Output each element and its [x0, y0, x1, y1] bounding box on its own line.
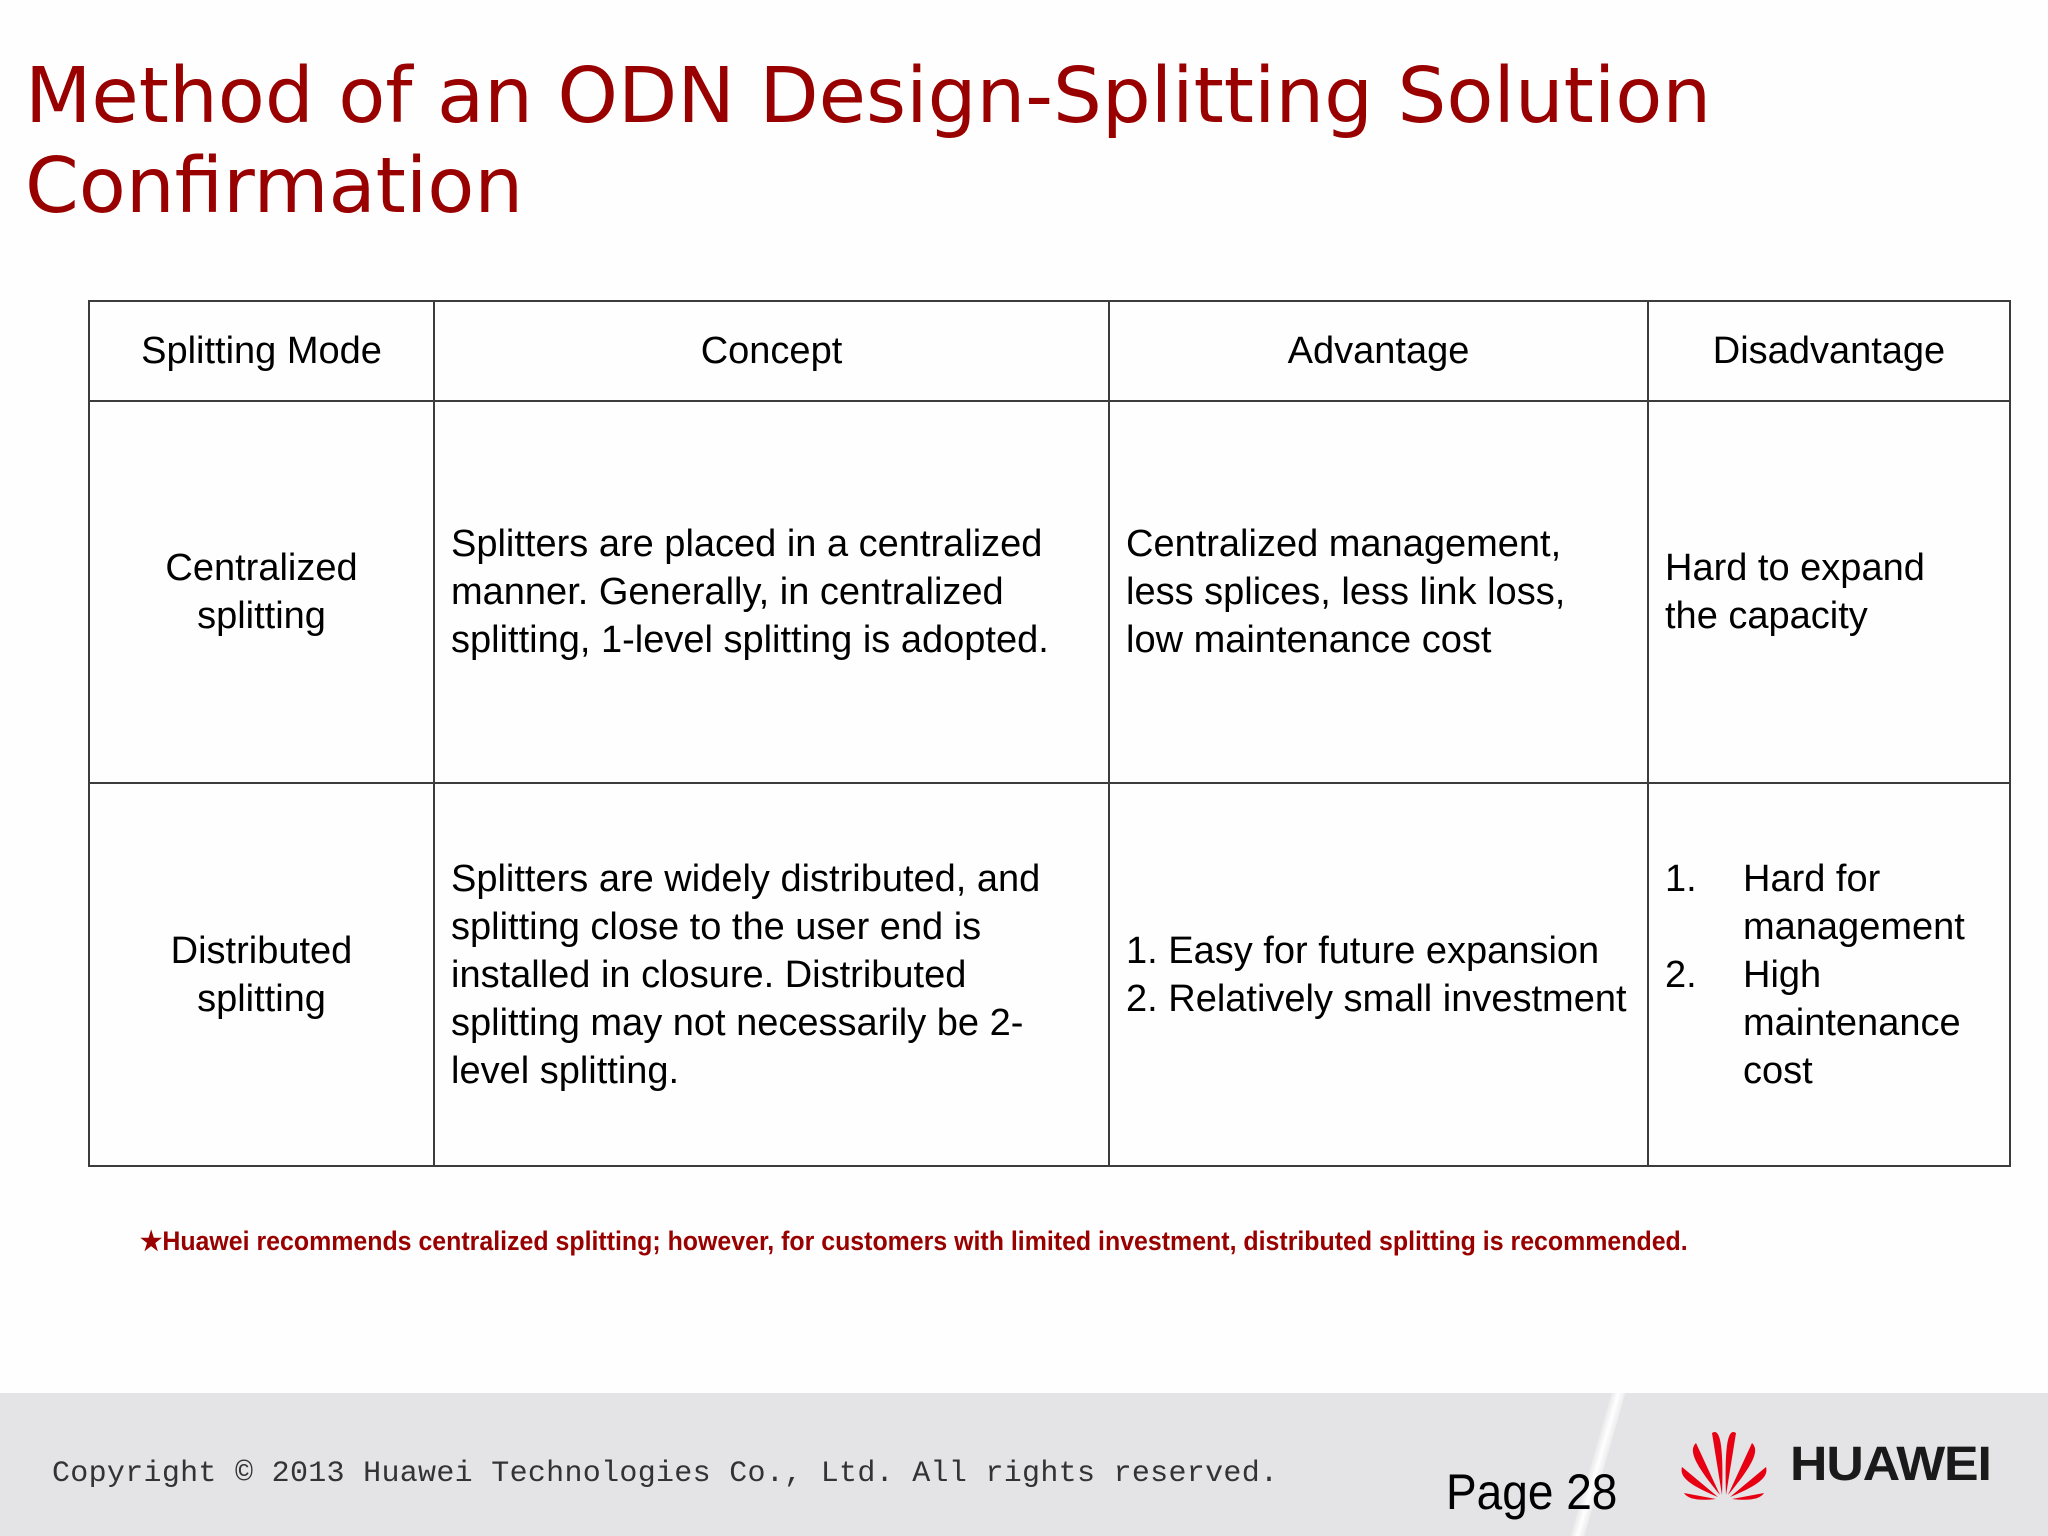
mode-label: Distributed splitting	[170, 929, 353, 1020]
note-text: Huawei recommends centralized splitting;…	[162, 1226, 1688, 1256]
header-splitting-mode: Splitting Mode	[88, 300, 435, 402]
huawei-wordmark: HUAWEI	[1790, 1438, 1992, 1491]
footer-bar: Copyright © 2013 Huawei Technologies Co.…	[0, 1393, 2048, 1536]
table-row: Centralized splitting Splitters are plac…	[88, 400, 2011, 784]
cell-concept: Splitters are placed in a centralized ma…	[433, 400, 1110, 784]
cell-disadvantage: 1. Hard for management 2. High maintenan…	[1647, 782, 2011, 1167]
cell-mode: Distributed splitting	[88, 782, 435, 1167]
disadvantage-list: 1. Hard for management 2. High maintenan…	[1665, 855, 1993, 1095]
huawei-logo-icon	[1681, 1432, 1767, 1500]
header-disadvantage: Disadvantage	[1647, 300, 2011, 402]
cell-advantage: 1. Easy for future expansion 2. Relative…	[1108, 782, 1649, 1167]
cell-mode: Centralized splitting	[88, 400, 435, 784]
disadvantage-text: Hard to expand the capacity	[1665, 547, 1925, 637]
table-row: Distributed splitting Splitters are wide…	[88, 782, 2011, 1167]
star-icon: ★	[140, 1226, 163, 1256]
table-header-row: Splitting Mode Concept Advantage Disadva…	[88, 300, 2011, 402]
header-advantage: Advantage	[1108, 300, 1649, 402]
slide-title: Method of an ODN Design-Splitting Soluti…	[25, 52, 1712, 231]
page-number: Page 28	[1446, 1464, 1618, 1520]
cell-advantage: Centralized management, less splices, le…	[1108, 400, 1649, 784]
cell-disadvantage: Hard to expand the capacity	[1647, 400, 2011, 784]
mode-label: Centralized splitting	[165, 547, 358, 637]
cell-concept: Splitters are widely distributed, and sp…	[433, 782, 1110, 1167]
list-number: 1.	[1665, 857, 1697, 900]
list-text: Hard for management	[1743, 857, 1965, 948]
recommendation-note: ★Huawei recommends centralized splitting…	[140, 1226, 1688, 1257]
header-concept: Concept	[433, 300, 1110, 402]
list-text: High maintenance cost	[1743, 953, 1961, 1092]
list-item: 1. Hard for management	[1665, 855, 1993, 951]
advantage-item: 2. Relatively small investment	[1126, 977, 1627, 1020]
advantage-item: 1. Easy for future expansion	[1126, 929, 1600, 972]
list-number: 2.	[1665, 953, 1697, 996]
copyright-text: Copyright © 2013 Huawei Technologies Co.…	[52, 1457, 1279, 1491]
list-item: 2. High maintenance cost	[1665, 951, 1993, 1095]
splitting-mode-table: Splitting Mode Concept Advantage Disadva…	[88, 300, 2011, 1167]
